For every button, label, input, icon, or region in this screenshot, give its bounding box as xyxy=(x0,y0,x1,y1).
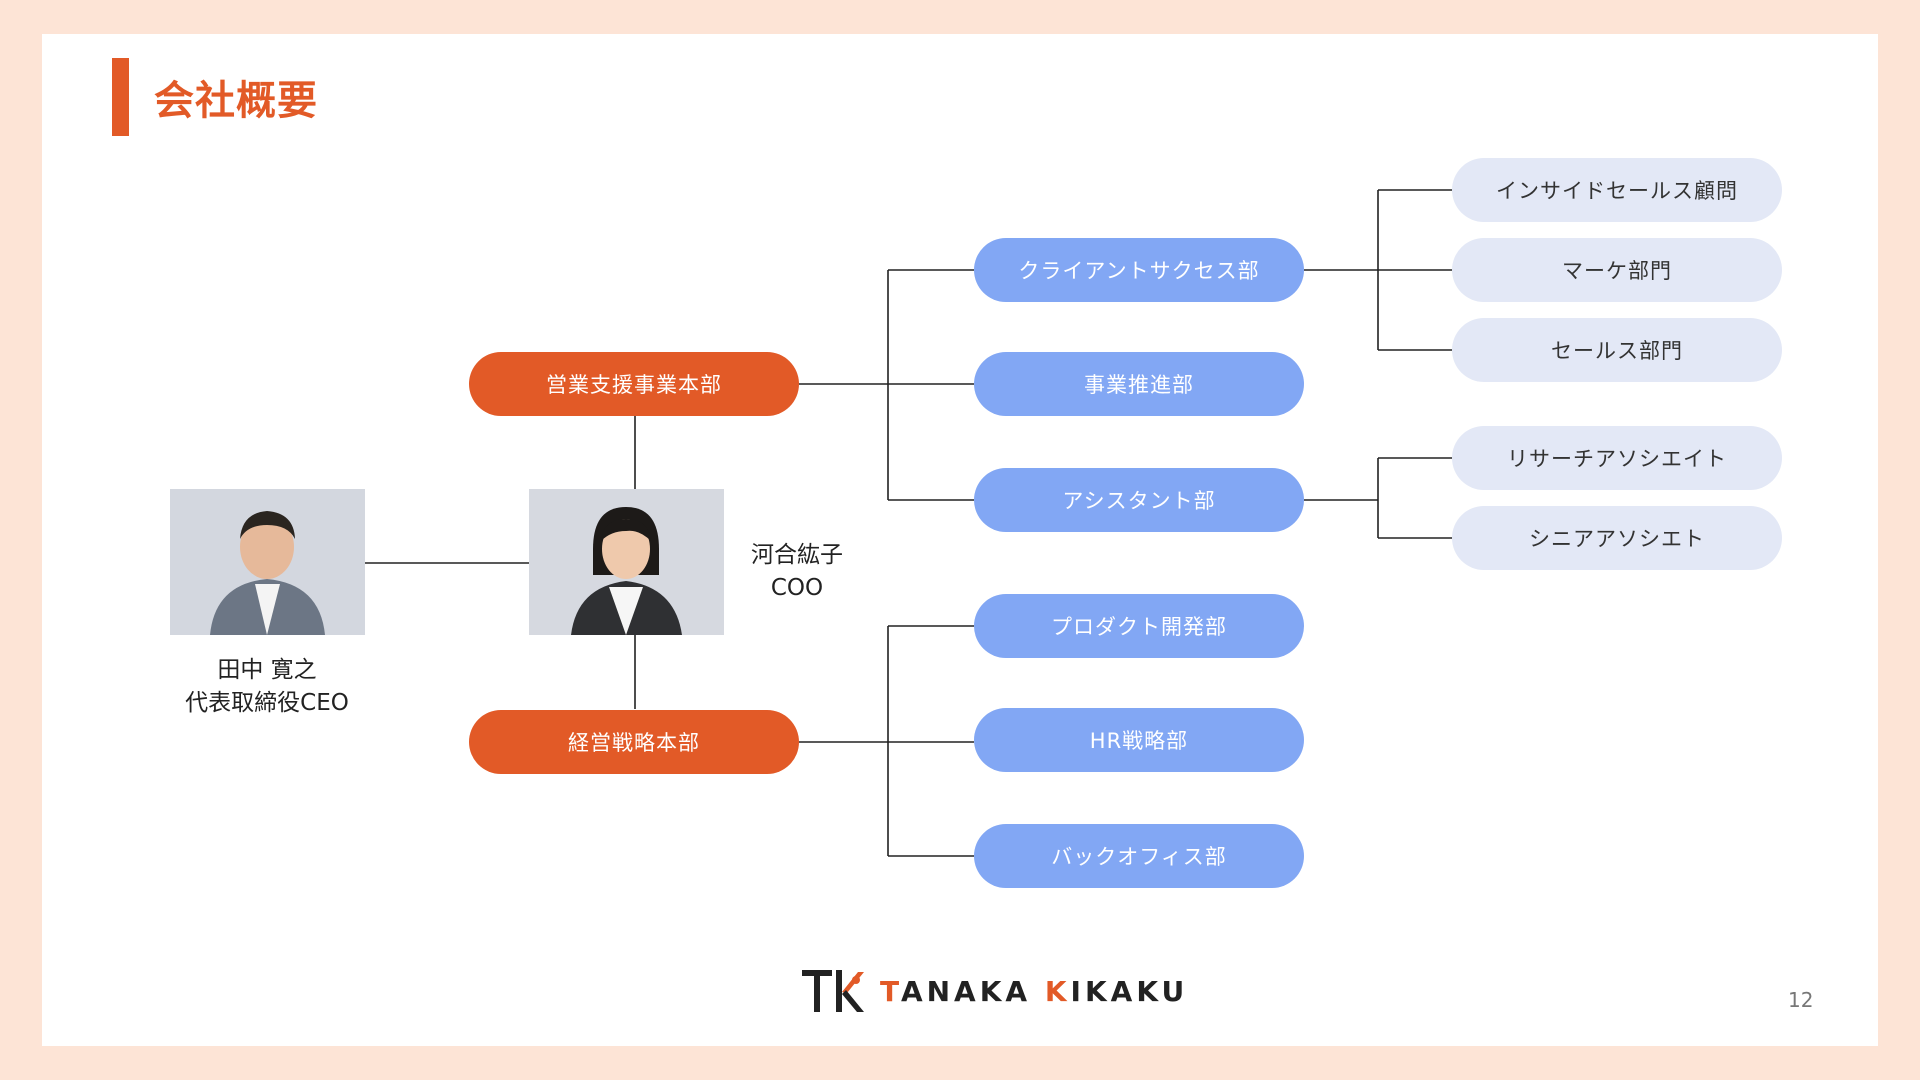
dept-node-client-success: クライアントサクセス部 xyxy=(974,238,1304,302)
ceo-photo xyxy=(170,489,365,635)
company-logo: TANAKA KIKAKU xyxy=(800,968,1188,1014)
coo-role: COO xyxy=(770,575,824,601)
dept-node-back-office: バックオフィス部 xyxy=(974,824,1304,888)
ceo-label: 田中 寛之 代表取締役CEO xyxy=(152,654,382,720)
tk-logo-mark-icon xyxy=(802,970,864,1012)
hq-node-strategy: 経営戦略本部 xyxy=(469,710,799,774)
page-title: 会社概要 xyxy=(154,78,318,124)
ceo-name: 田中 寛之 xyxy=(217,657,317,683)
dept-node-product-dev: プロダクト開発部 xyxy=(974,594,1304,658)
dept-node-business-promotion: 事業推進部 xyxy=(974,352,1304,416)
sub-node-sales: セールス部門 xyxy=(1452,318,1782,382)
logo-wordmark: TANAKA KIKAKU xyxy=(880,974,1189,1008)
sub-node-research-associate: リサーチアソシエイト xyxy=(1452,426,1782,490)
hq-node-sales-support: 営業支援事業本部 xyxy=(469,352,799,416)
ceo-role: 代表取締役CEO xyxy=(185,690,349,716)
sub-node-marketing: マーケ部門 xyxy=(1452,238,1782,302)
coo-name: 河合紘子 xyxy=(751,542,843,568)
page-number: 12 xyxy=(1788,988,1814,1012)
sub-node-senior-associate: シニアアソシエト xyxy=(1452,506,1782,570)
dept-node-hr-strategy: HR戦略部 xyxy=(974,708,1304,772)
title-accent-bar xyxy=(112,58,129,136)
sub-node-inside-sales-advisor: インサイドセールス顧問 xyxy=(1452,158,1782,222)
slide: 会社概要 xyxy=(42,34,1878,1046)
org-connector-lines xyxy=(365,189,1452,857)
coo-label: 河合紘子 COO xyxy=(742,539,852,605)
dept-node-assistant: アシスタント部 xyxy=(974,468,1304,532)
coo-photo xyxy=(529,489,724,635)
